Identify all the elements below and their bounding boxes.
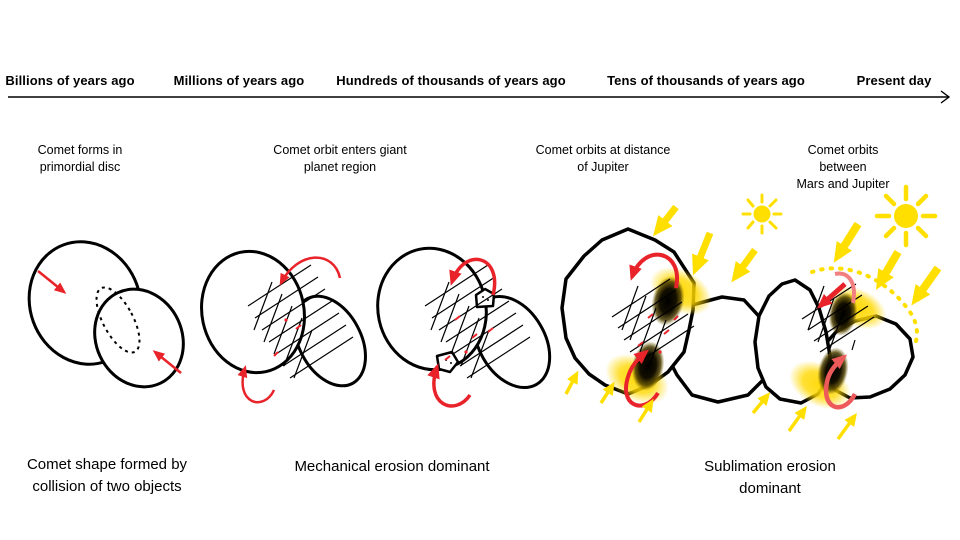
stage-caption-1: Comet forms in primordial disc [37, 143, 123, 174]
phase-label-collision: Comet shape formed by collision of two o… [26, 456, 188, 495]
timeline-label-millions: Millions of years ago [173, 73, 305, 88]
phase-label-mechanical: Mechanical erosion dominant [294, 458, 490, 475]
collision-arrow-icon [37, 270, 182, 374]
timeline-label-billions: Billions of years ago [5, 73, 135, 88]
timeline-label-tens-of-thousands: Tens of thousands of years ago [607, 73, 805, 88]
comet-stage-2 [200, 249, 367, 404]
comet-stage-1-collision [27, 240, 185, 389]
eroded-surface-dashed [810, 266, 919, 343]
sunlight-arrows-stage-5 [751, 221, 942, 441]
neck-hatching [611, 278, 695, 365]
sunlight-arrow-icon [653, 204, 758, 283]
outgassing-arrow-icon [564, 370, 654, 423]
comet-stage-5 [751, 184, 942, 441]
erosion-marks [444, 315, 494, 361]
erosion-marks [273, 318, 302, 357]
impact-interface-dashed [95, 286, 141, 354]
outgassing-arrow-icon [751, 392, 857, 441]
phase-label-sublimation: Sublimation erosion dominant [704, 458, 836, 497]
colliding-body-small [93, 287, 185, 389]
stage-caption-4: Comet orbits between Mars and Jupiter [796, 143, 890, 191]
orbit-rotation-arrow-icon [237, 256, 342, 404]
timeline-axis [8, 90, 951, 104]
sunlight-arrows-stage-4 [564, 204, 758, 423]
erosion-marks [637, 313, 679, 354]
neck-hatching [424, 264, 531, 379]
sun-icon [874, 184, 938, 248]
dark-neck-top [651, 276, 685, 326]
orbit-rotation-arrow-icon [816, 271, 857, 410]
comet-stage-4 [560, 193, 783, 423]
orbit-rotation-arrow-icon [427, 257, 497, 408]
comet-stage-3 [376, 246, 552, 408]
neck-notch-bottom [435, 350, 460, 374]
sun-icon [741, 193, 783, 235]
sunlight-arrow-icon [833, 221, 942, 306]
timeline-label-hundreds-of-thousands: Hundreds of thousands of years ago [336, 73, 566, 88]
arrow-right-icon [940, 90, 951, 104]
stage-caption-3: Comet orbits at distance of Jupiter [535, 143, 671, 174]
timeline-label-present-day: Present day [856, 73, 932, 88]
stage-caption-2: Comet orbit enters giant planet region [273, 143, 407, 174]
neck-hatching [247, 264, 354, 379]
